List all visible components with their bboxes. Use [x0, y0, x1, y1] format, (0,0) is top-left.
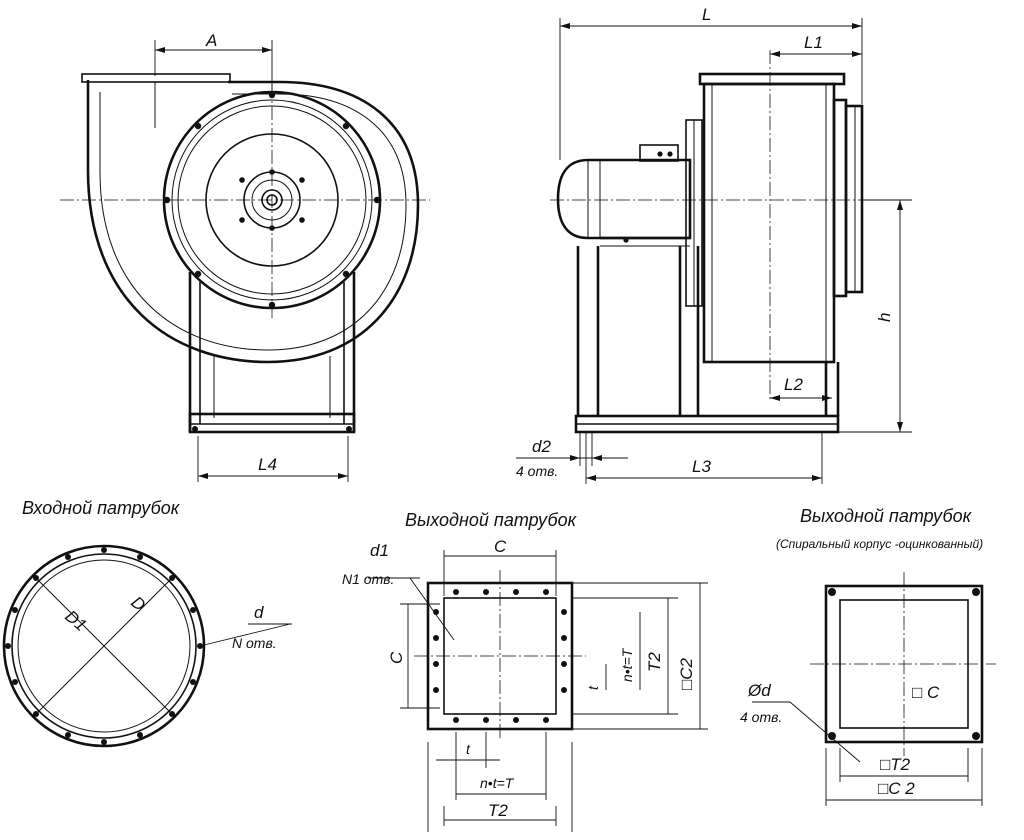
- dim-Od-holes-label: 4 отв.: [740, 709, 782, 725]
- outlet2-note: (Спиральный корпус -оцинкованный): [776, 537, 983, 551]
- dim-A-label: A: [205, 31, 217, 50]
- dim-T2-bottom-label: T2: [488, 801, 508, 820]
- base-frame: [574, 414, 840, 434]
- dim-d1-label: d1: [370, 541, 389, 560]
- dim-A: [154, 40, 273, 92]
- dim-L: [559, 18, 863, 160]
- outlet-flange-view: Выходной патрубок C C d1 N1 отв.: [342, 510, 708, 832]
- outlet-flange-front: [81, 73, 231, 83]
- dim-L4: [197, 436, 349, 482]
- dim-L-label: L: [702, 5, 711, 24]
- dim-Od-label: Ød: [747, 681, 771, 700]
- motor-stand: [576, 246, 700, 416]
- front-stand: [188, 272, 356, 434]
- dim-d2: [516, 432, 628, 466]
- casing-side: [685, 72, 864, 416]
- dim-T2-right-label: T2: [645, 652, 664, 672]
- outlet-bolts: [433, 589, 567, 723]
- dim-L1: [770, 51, 862, 57]
- dim-L4-label: L4: [258, 455, 277, 474]
- dim-L3-label: L3: [692, 457, 711, 476]
- dim-C-top-label: C: [494, 537, 507, 556]
- front-view: A L4: [60, 31, 430, 482]
- outlet-flange-galvanized-view: Выходной патрубок (Спиральный корпус -оц…: [740, 506, 996, 806]
- dim-D1-label: D1: [61, 607, 90, 636]
- dim-ntT-bottom-label: n•t=T: [480, 775, 515, 791]
- dim-sqC-label: □ C: [912, 683, 940, 702]
- outlet2-title: Выходной патрубок: [800, 506, 973, 526]
- dim-t-bottom-label: t: [466, 741, 471, 757]
- dim-D-label: D: [127, 593, 149, 615]
- dim-N-holes-label: N отв.: [232, 635, 277, 651]
- outlet2-bolts: [828, 588, 980, 740]
- dim-d-label: d: [254, 603, 264, 622]
- dim-sqC2-label: □C 2: [878, 779, 915, 798]
- spiral-casing: [86, 80, 420, 364]
- dim-C-left-label: C: [387, 651, 406, 664]
- inlet-title: Входной патрубок: [22, 498, 181, 518]
- dim-L2: [770, 395, 832, 401]
- dim-C2-label: □C2: [677, 657, 696, 690]
- dim-h: [838, 199, 912, 433]
- motor: [556, 144, 692, 247]
- dim-L1-label: L1: [804, 33, 823, 52]
- dim-sqT2-label: □T2: [880, 755, 911, 774]
- dim-d2-label: d2: [532, 437, 551, 456]
- outlet-title: Выходной патрубок: [405, 510, 578, 530]
- dim-h-label: h: [875, 313, 894, 322]
- dim-d2-holes: 4 отв.: [516, 463, 558, 479]
- inlet-flange-view: Входной патрубок D1 D d N отв.: [2, 498, 292, 748]
- dim-t-right-label: t: [585, 685, 601, 690]
- dim-L2-label: L2: [784, 375, 803, 394]
- dim-N1-holes-label: N1 отв.: [342, 571, 394, 587]
- side-view: L L1 h L2 L3: [516, 5, 912, 484]
- dim-ntT-right-label: n•t=T: [619, 647, 635, 682]
